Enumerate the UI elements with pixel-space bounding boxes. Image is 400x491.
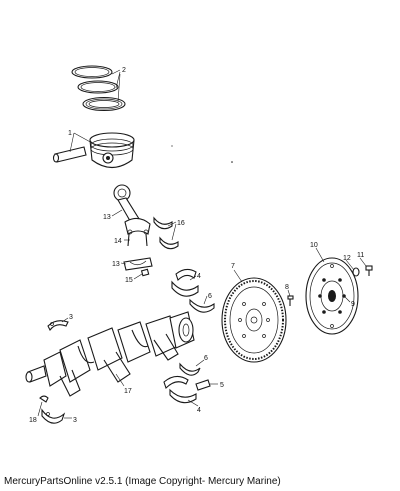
callout-10: 10 bbox=[310, 242, 318, 249]
piston-and-pin[interactable] bbox=[52, 132, 135, 169]
callout-6-upper: 6 bbox=[208, 293, 212, 300]
callout-12: 12 bbox=[343, 255, 351, 262]
callout-3-lower: 3 bbox=[73, 417, 77, 424]
thrust-washer-upper[interactable] bbox=[189, 298, 215, 313]
callout-labels: 2 1 13 14 16 13 15 4 6 3 17 6 5 4 18 3 7… bbox=[29, 67, 364, 424]
callout-6-lower: 6 bbox=[204, 355, 208, 362]
dowel-pin[interactable] bbox=[195, 379, 211, 391]
callout-4-upper: 4 bbox=[197, 273, 201, 280]
rod-cap[interactable] bbox=[123, 257, 153, 271]
callout-2: 2 bbox=[122, 67, 126, 74]
callout-7: 7 bbox=[231, 263, 235, 270]
callout-5: 5 bbox=[220, 382, 224, 389]
callout-13-cap: 13 bbox=[112, 261, 120, 268]
callout-11: 11 bbox=[357, 252, 364, 259]
speck bbox=[171, 145, 173, 147]
callout-9: 9 bbox=[351, 301, 355, 308]
piston-ring-set[interactable] bbox=[71, 65, 126, 112]
main-bearing-left[interactable] bbox=[47, 320, 69, 332]
washer[interactable] bbox=[352, 267, 360, 277]
callout-1: 1 bbox=[68, 130, 72, 137]
callout-13: 13 bbox=[103, 214, 111, 221]
rod-bearing[interactable] bbox=[153, 216, 179, 250]
image-caption: MercuryPartsOnline v2.5.1 (Image Copyrig… bbox=[4, 476, 281, 487]
callout-8: 8 bbox=[285, 284, 289, 291]
damper-plate[interactable] bbox=[305, 257, 359, 335]
flywheel-bolt[interactable] bbox=[287, 295, 294, 306]
callout-16: 16 bbox=[177, 220, 185, 227]
callout-4-lower: 4 bbox=[197, 407, 201, 414]
exploded-parts-diagram: 2 1 13 14 16 13 15 4 6 3 17 6 5 4 18 3 7… bbox=[25, 65, 373, 424]
connecting-rod[interactable] bbox=[113, 184, 151, 247]
speck bbox=[231, 161, 233, 163]
main-bearing-rear[interactable] bbox=[41, 408, 66, 424]
main-bearing-upper[interactable] bbox=[171, 268, 199, 297]
callout-14: 14 bbox=[114, 238, 122, 245]
leader-lines bbox=[37, 69, 367, 419]
callout-15: 15 bbox=[125, 277, 133, 284]
callout-18: 18 bbox=[29, 417, 37, 424]
crankshaft[interactable] bbox=[25, 311, 195, 397]
rod-nut[interactable] bbox=[140, 268, 150, 277]
crank-key[interactable] bbox=[39, 395, 49, 403]
damper-bolt[interactable] bbox=[365, 265, 373, 276]
flywheel[interactable] bbox=[221, 277, 287, 363]
thrust-washer-lower[interactable] bbox=[179, 362, 201, 376]
callout-17: 17 bbox=[124, 388, 132, 395]
callout-3-upper: 3 bbox=[69, 314, 73, 321]
main-bearing-lower[interactable] bbox=[163, 375, 197, 404]
